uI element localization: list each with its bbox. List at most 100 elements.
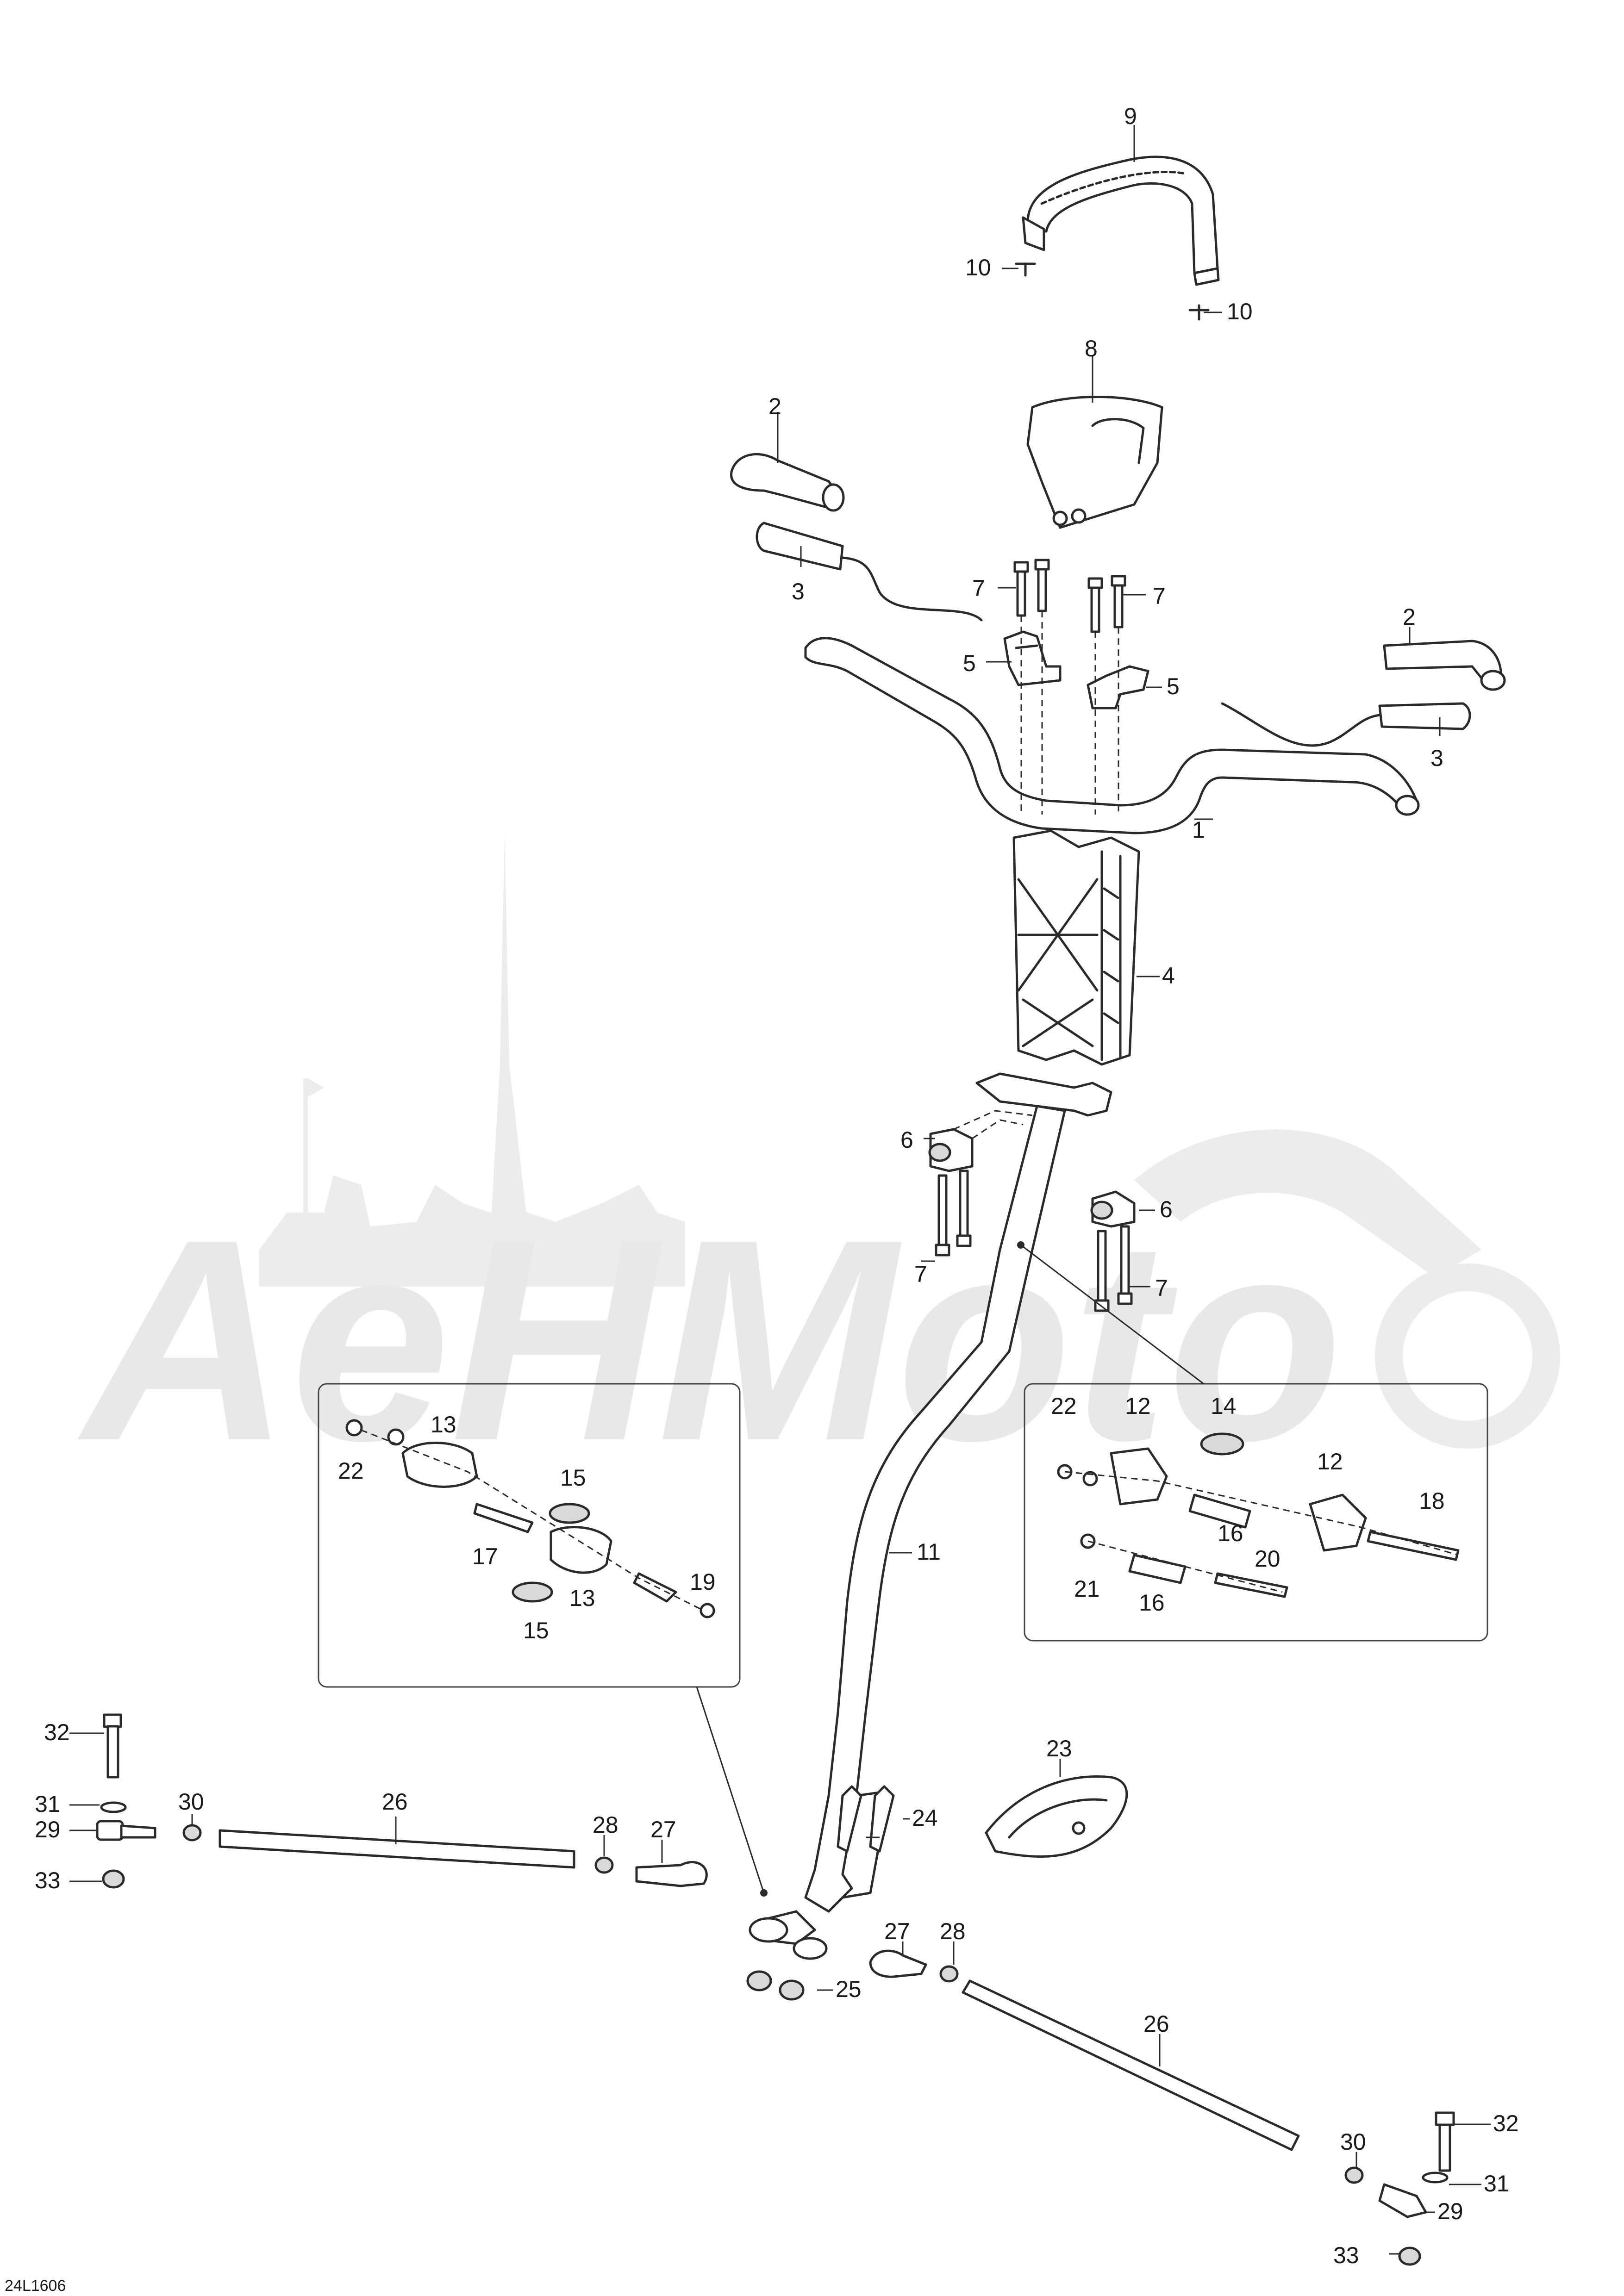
- lower-clamp-left: [928, 1128, 974, 1172]
- assembly-line-lower-clamp: [953, 1110, 1033, 1139]
- watermark-motorcycle: [1134, 1129, 1481, 1277]
- bolt-lower-1: [935, 1174, 950, 1257]
- cover-plate: [985, 1775, 1128, 1858]
- bolt-upper-3: [1087, 577, 1103, 633]
- bolt-upper-1: [1013, 561, 1029, 617]
- callout-11: 11: [917, 1539, 941, 1565]
- callout-7: 7: [972, 575, 985, 601]
- watermark-flag: [303, 1078, 324, 1217]
- callout-22: 22: [338, 1458, 364, 1484]
- heated-grip-left: [756, 522, 983, 622]
- callout-31: 31: [1484, 2171, 1510, 2196]
- callout-18: 18: [1419, 1488, 1445, 1514]
- callout-7: 7: [914, 1261, 927, 1287]
- inset-right-leader: [1020, 1244, 1204, 1385]
- callout-26: 26: [1143, 2011, 1169, 2037]
- callout-16: 16: [1139, 1590, 1165, 1616]
- callout-33: 33: [1333, 2242, 1359, 2268]
- callout-16: 16: [1218, 1520, 1243, 1546]
- callout-3: 3: [1430, 745, 1443, 771]
- grip-left: [730, 453, 845, 512]
- leader-lines: [69, 125, 1491, 2255]
- callout-25: 25: [836, 1976, 862, 2002]
- callout-32: 32: [1493, 2110, 1519, 2136]
- column-bolts: [837, 1785, 895, 1853]
- upper-clamp-left: [1003, 630, 1062, 686]
- callout-20: 20: [1255, 1546, 1280, 1572]
- callout-23: 23: [1046, 1736, 1072, 1761]
- callout-14: 14: [1211, 1393, 1237, 1419]
- callout-10: 10: [1227, 299, 1253, 324]
- callout-1: 1: [1192, 817, 1205, 843]
- inset-left: [318, 1383, 741, 1688]
- callout-27: 27: [884, 1918, 910, 1944]
- inset-right-parts: [1057, 1432, 1460, 1598]
- callout-19: 19: [690, 1569, 716, 1595]
- tie-rod-right-assembly: [869, 1949, 1455, 2266]
- watermark-text: AeHMoto: [75, 1180, 1343, 1500]
- callout-13: 13: [569, 1585, 595, 1611]
- grip-right: [1383, 640, 1506, 691]
- callout-29: 29: [1437, 2198, 1463, 2224]
- inset-right: [1024, 1383, 1488, 1642]
- watermark-skyline: [259, 1176, 685, 1287]
- callout-30: 30: [1340, 2129, 1366, 2155]
- diagram-code-label: 24L1606: [5, 2277, 66, 2295]
- callout-29: 29: [35, 1817, 61, 1842]
- steering-column: [749, 1072, 1112, 1960]
- column-nuts: [746, 1970, 805, 2001]
- callout-21: 21: [1074, 1576, 1100, 1602]
- lower-clamp-right: [1090, 1190, 1136, 1228]
- callout-8: 8: [1085, 336, 1098, 361]
- callout-17: 17: [472, 1543, 498, 1569]
- callout-12: 12: [1125, 1393, 1151, 1419]
- assembly-line-upper: [1020, 611, 1119, 815]
- callout-12: 12: [1317, 1449, 1343, 1475]
- callout-7: 7: [1155, 1275, 1168, 1301]
- handle-screw-right: [1188, 304, 1210, 321]
- watermark-spire: [491, 833, 528, 1226]
- callout-9: 9: [1124, 103, 1137, 129]
- callout-15: 15: [560, 1465, 586, 1491]
- inset-left-parts: [345, 1419, 715, 1618]
- bolt-lower-2: [956, 1170, 972, 1247]
- watermark: AeHMoto: [75, 833, 1560, 1500]
- callout-4: 4: [1162, 963, 1175, 989]
- bolt-lower-4: [1117, 1225, 1133, 1305]
- grab-handle: [1022, 156, 1220, 286]
- callout-7: 7: [1153, 583, 1166, 609]
- callout-26: 26: [382, 1789, 408, 1815]
- callout-15: 15: [523, 1618, 549, 1643]
- tie-rod-left-assembly: [96, 1713, 708, 1889]
- riser-block: [1012, 829, 1140, 1066]
- inset-left-leader: [696, 1686, 765, 1893]
- bolt-lower-3: [1094, 1230, 1110, 1312]
- callout-6: 6: [900, 1127, 913, 1153]
- callout-2: 2: [768, 393, 781, 419]
- callout-28: 28: [940, 1918, 966, 1944]
- handlebar: [804, 637, 1420, 834]
- callout-6: 6: [1160, 1196, 1173, 1222]
- callout-13: 13: [431, 1412, 456, 1437]
- heated-grip-right: [1221, 702, 1471, 747]
- callout-22: 22: [1051, 1393, 1077, 1419]
- callout-32: 32: [44, 1719, 70, 1745]
- callout-31: 31: [35, 1791, 61, 1817]
- handlebar-cover: [1026, 396, 1163, 529]
- callout-2: 2: [1403, 604, 1416, 630]
- handle-screw-left: [1015, 262, 1036, 277]
- callout-30: 30: [178, 1789, 204, 1815]
- bolt-upper-2: [1034, 559, 1050, 612]
- callout-5: 5: [963, 650, 976, 676]
- callout-3: 3: [792, 579, 805, 604]
- callout-5: 5: [1167, 673, 1180, 699]
- watermark-wheel: [1375, 1263, 1560, 1449]
- callout-27: 27: [650, 1817, 676, 1842]
- callout-10: 10: [965, 255, 991, 280]
- callout-24: 24: [912, 1805, 938, 1831]
- callout-33: 33: [35, 1867, 61, 1893]
- callout-28: 28: [593, 1812, 618, 1838]
- callouts: 9 10 10 8 2 2 3 3 7 7 7 7 5 5 1 4 6 6 22…: [35, 103, 1519, 2268]
- bolt-upper-4: [1111, 575, 1126, 628]
